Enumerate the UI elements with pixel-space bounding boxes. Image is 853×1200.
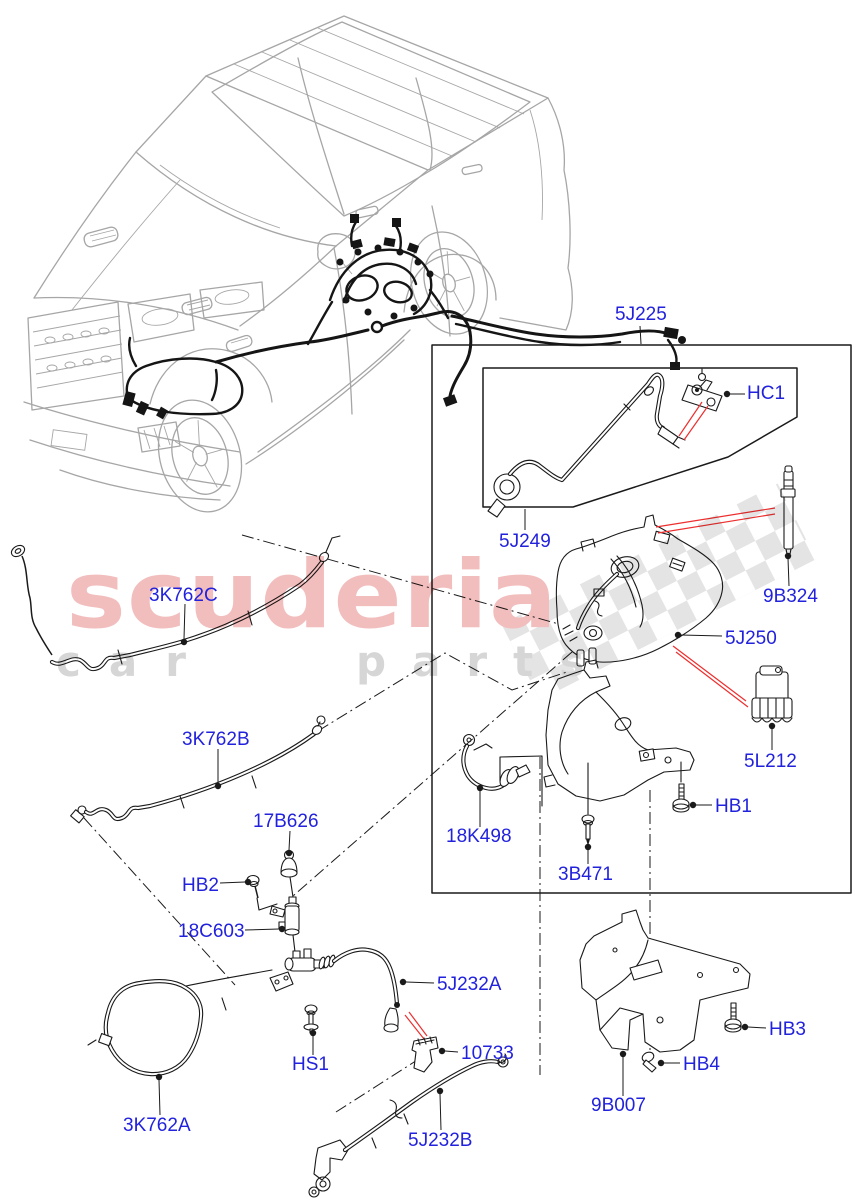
sub-assembly-box-5j249 xyxy=(482,367,798,508)
callout-HB3[interactable]: HB3 xyxy=(769,1019,806,1040)
attachment-dot-5J250 xyxy=(674,631,682,639)
part-drawing-17b626-grommet xyxy=(280,849,298,898)
callout-5J249[interactable]: 5J249 xyxy=(499,531,551,552)
attachment-dot-HB2 xyxy=(244,878,252,886)
attachment-dot-3B471 xyxy=(584,843,592,851)
leader-5J250 xyxy=(680,634,723,637)
watermark-brand-text: scuderia xyxy=(66,541,558,650)
watermark-tagline-word2: parts xyxy=(356,637,610,686)
part-drawing-18c603-filter xyxy=(269,896,325,992)
part-drawing-5l212-pump xyxy=(751,665,793,723)
callout-HB1[interactable]: HB1 xyxy=(715,796,752,817)
part-drawing-hc1-bracket xyxy=(681,368,723,412)
attachment-dot-3K762B xyxy=(214,782,222,790)
attachment-dot-17B626 xyxy=(285,849,293,857)
callout-5J225[interactable]: 5J225 xyxy=(615,304,667,325)
attachment-dot-5L212 xyxy=(768,722,776,730)
leader-HB3 xyxy=(747,1026,767,1029)
watermark-checker-ribbon xyxy=(501,483,817,700)
part-drawing-3k762a-pipe xyxy=(87,969,273,1077)
attachment-dot-10733 xyxy=(438,1047,446,1055)
callout-9B007[interactable]: 9B007 xyxy=(591,1095,646,1116)
part-drawing-3k762c-pipe xyxy=(10,535,341,672)
part-drawing-hb1-bolt xyxy=(672,783,690,813)
watermark: scuderia car parts xyxy=(56,483,817,700)
callout-3K762A[interactable]: 3K762A xyxy=(123,1115,191,1136)
part-drawing-5j249-tube xyxy=(487,372,686,518)
part-drawing-hb4-bolt xyxy=(641,1051,657,1073)
attachment-dot-3K762C xyxy=(180,638,188,646)
leader-3K762A xyxy=(158,1079,161,1116)
callout-HC1[interactable]: HC1 xyxy=(747,383,785,404)
part-drawing-hb2-bolt xyxy=(246,874,278,911)
attachment-dot-HB3 xyxy=(741,1023,749,1031)
attachment-dot-HS1 xyxy=(309,1029,317,1037)
callout-HB2[interactable]: HB2 xyxy=(182,875,219,896)
leader-10733 xyxy=(444,1050,459,1053)
attachment-dot-3K762A xyxy=(155,1073,163,1081)
leader-5J225 xyxy=(639,325,642,345)
callout-10733[interactable]: 10733 xyxy=(461,1043,514,1064)
part-drawing-3b471-bolt xyxy=(581,814,595,846)
callout-5J232B[interactable]: 5J232B xyxy=(408,1130,472,1151)
attachment-dot-18C603 xyxy=(278,925,286,933)
red-pointer-5l212 xyxy=(672,645,749,708)
attachment-dot-18K498 xyxy=(476,784,484,792)
callout-3K762C[interactable]: 3K762C xyxy=(149,585,218,606)
callout-9B324[interactable]: 9B324 xyxy=(763,586,818,607)
leader-18C603 xyxy=(244,928,280,931)
attachment-dot-HB1 xyxy=(689,801,697,809)
callout-3B471[interactable]: 3B471 xyxy=(558,864,613,885)
red-pointer-hc1 xyxy=(678,401,709,441)
callout-3K762B[interactable]: 3K762B xyxy=(182,729,250,750)
leader-9B324 xyxy=(787,557,790,587)
attachment-dot-5J232A xyxy=(399,978,407,986)
part-drawing-5j232a-hose xyxy=(318,947,400,1033)
callout-18K498[interactable]: 18K498 xyxy=(446,826,512,847)
watermark-tagline-word1: car xyxy=(56,637,214,686)
part-drawing-18k498-hose xyxy=(461,733,543,807)
callout-5J250[interactable]: 5J250 xyxy=(725,628,777,649)
callout-HB4[interactable]: HB4 xyxy=(683,1054,720,1075)
callout-5L212[interactable]: 5L212 xyxy=(744,751,797,772)
callout-17B626[interactable]: 17B626 xyxy=(253,811,319,832)
leader-5J232B xyxy=(439,1093,442,1131)
attachment-dot-5J232B xyxy=(436,1087,444,1095)
attachment-dot-9B324 xyxy=(784,552,792,560)
callout-5J232A[interactable]: 5J232A xyxy=(437,974,502,995)
leader-3K762C xyxy=(183,603,186,640)
leader-17B626 xyxy=(288,830,291,851)
part-drawing-3k762b-pipe xyxy=(70,715,326,824)
part-drawing-5j232b-harness xyxy=(308,1053,509,1198)
part-drawing-hb3-bolt xyxy=(724,1002,742,1033)
part-drawing-9b007-shield xyxy=(579,909,751,1053)
leader-HB2 xyxy=(219,881,246,884)
vehicle-illustration xyxy=(23,15,573,513)
wiring-harness-drawing xyxy=(122,214,686,420)
callout-HS1[interactable]: HS1 xyxy=(292,1054,329,1075)
part-drawing-10733-bracket xyxy=(411,1036,439,1073)
attachment-dot-HB4 xyxy=(657,1059,665,1067)
attachment-dot-HC1 xyxy=(723,390,731,398)
attachment-dot-9B007 xyxy=(619,1050,627,1058)
callout-18C603[interactable]: 18C603 xyxy=(178,921,245,942)
part-drawing-hs1-bolt xyxy=(303,1004,319,1034)
alignment-lines xyxy=(83,534,651,1113)
kit-box-5j225 xyxy=(431,344,852,894)
red-pointer-5j232a xyxy=(404,1011,428,1040)
part-drawing-heat-shield xyxy=(543,659,695,815)
leader-5J232A xyxy=(405,981,435,984)
